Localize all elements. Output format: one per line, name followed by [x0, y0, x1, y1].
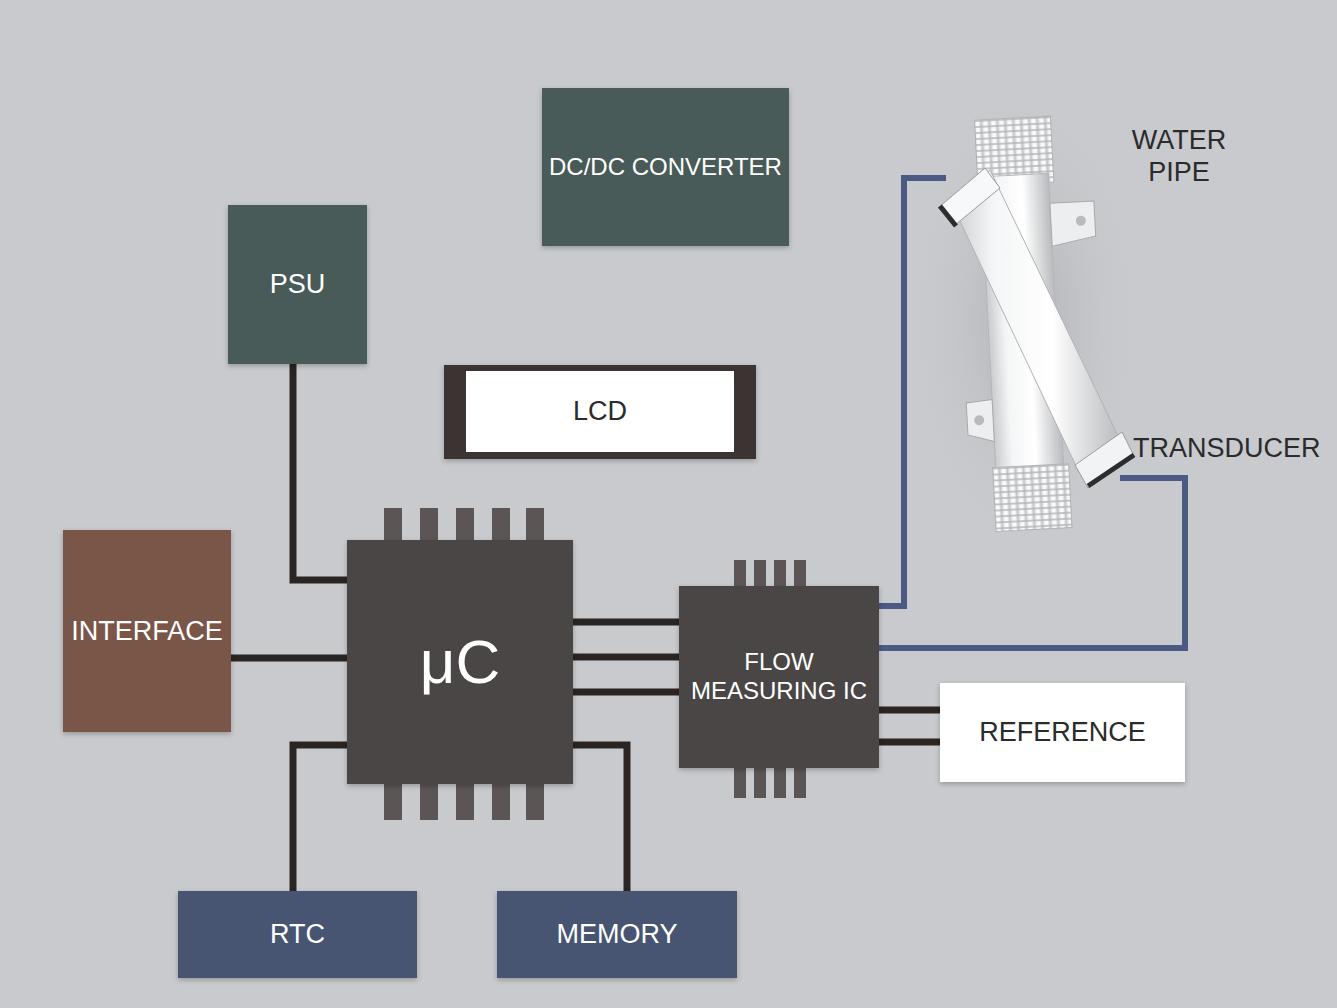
signal-line	[293, 364, 347, 580]
microcontroller-chip: μC	[347, 540, 573, 784]
node-label: PSU	[270, 268, 326, 300]
reference-box: REFERENCE	[940, 683, 1185, 782]
signal-line	[879, 710, 940, 711]
node-label: DC/DC CONVERTER	[549, 153, 782, 182]
signal-line	[573, 692, 679, 693]
node-label: FLOW MEASURING IC	[679, 648, 879, 706]
node-label: RTC	[270, 918, 325, 950]
lcd-display: LCD	[444, 365, 756, 459]
converter-box: DC/DC CONVERTER	[542, 88, 789, 246]
part-label: TRANSDUCER	[1133, 432, 1333, 464]
node-label: REFERENCE	[979, 716, 1146, 748]
transducer-wire	[875, 178, 1185, 648]
node-label: LCD	[573, 395, 627, 427]
part-label: WATER PIPE	[1124, 124, 1234, 189]
flow-ic-chip: FLOW MEASURING IC	[679, 586, 879, 768]
signal-line	[573, 657, 679, 658]
water-pipe	[905, 80, 1145, 560]
psu-box: PSU	[228, 205, 367, 364]
node-label: μC	[420, 625, 501, 699]
signal-line	[573, 622, 679, 623]
node-label: INTERFACE	[71, 615, 223, 647]
signal-line	[573, 745, 627, 891]
signal-line	[231, 658, 347, 659]
signal-line	[293, 745, 347, 891]
node-label: MEMORY	[556, 918, 677, 950]
signal-line	[879, 742, 940, 743]
interface-box: INTERFACE	[63, 530, 231, 732]
memory-box: MEMORY	[497, 891, 737, 978]
rtc-box: RTC	[178, 891, 417, 978]
